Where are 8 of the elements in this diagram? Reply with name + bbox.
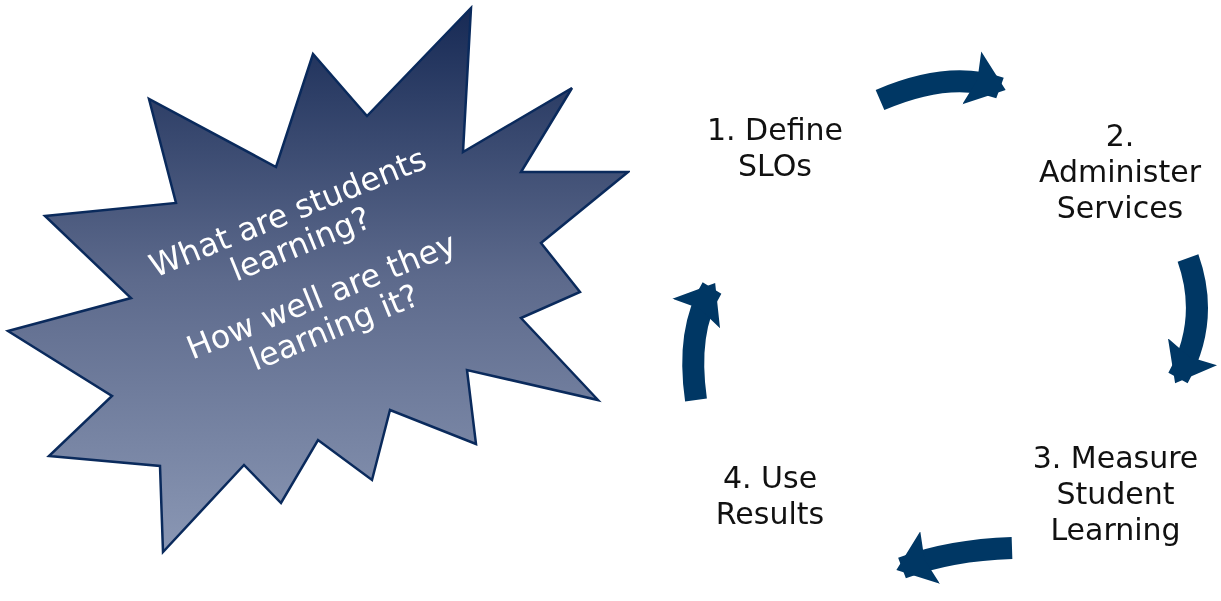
curved-arrow xyxy=(896,531,1013,585)
step-label: 3. Measure Student Learning xyxy=(1010,440,1221,548)
step-label: 2. Administer Services xyxy=(1020,118,1220,226)
curved-arrow xyxy=(875,52,1006,111)
step-label: 1. Define SLOs xyxy=(680,112,870,184)
step-label: 4. Use Results xyxy=(680,460,860,532)
curved-arrow xyxy=(1166,254,1217,384)
curved-arrow xyxy=(672,282,722,402)
